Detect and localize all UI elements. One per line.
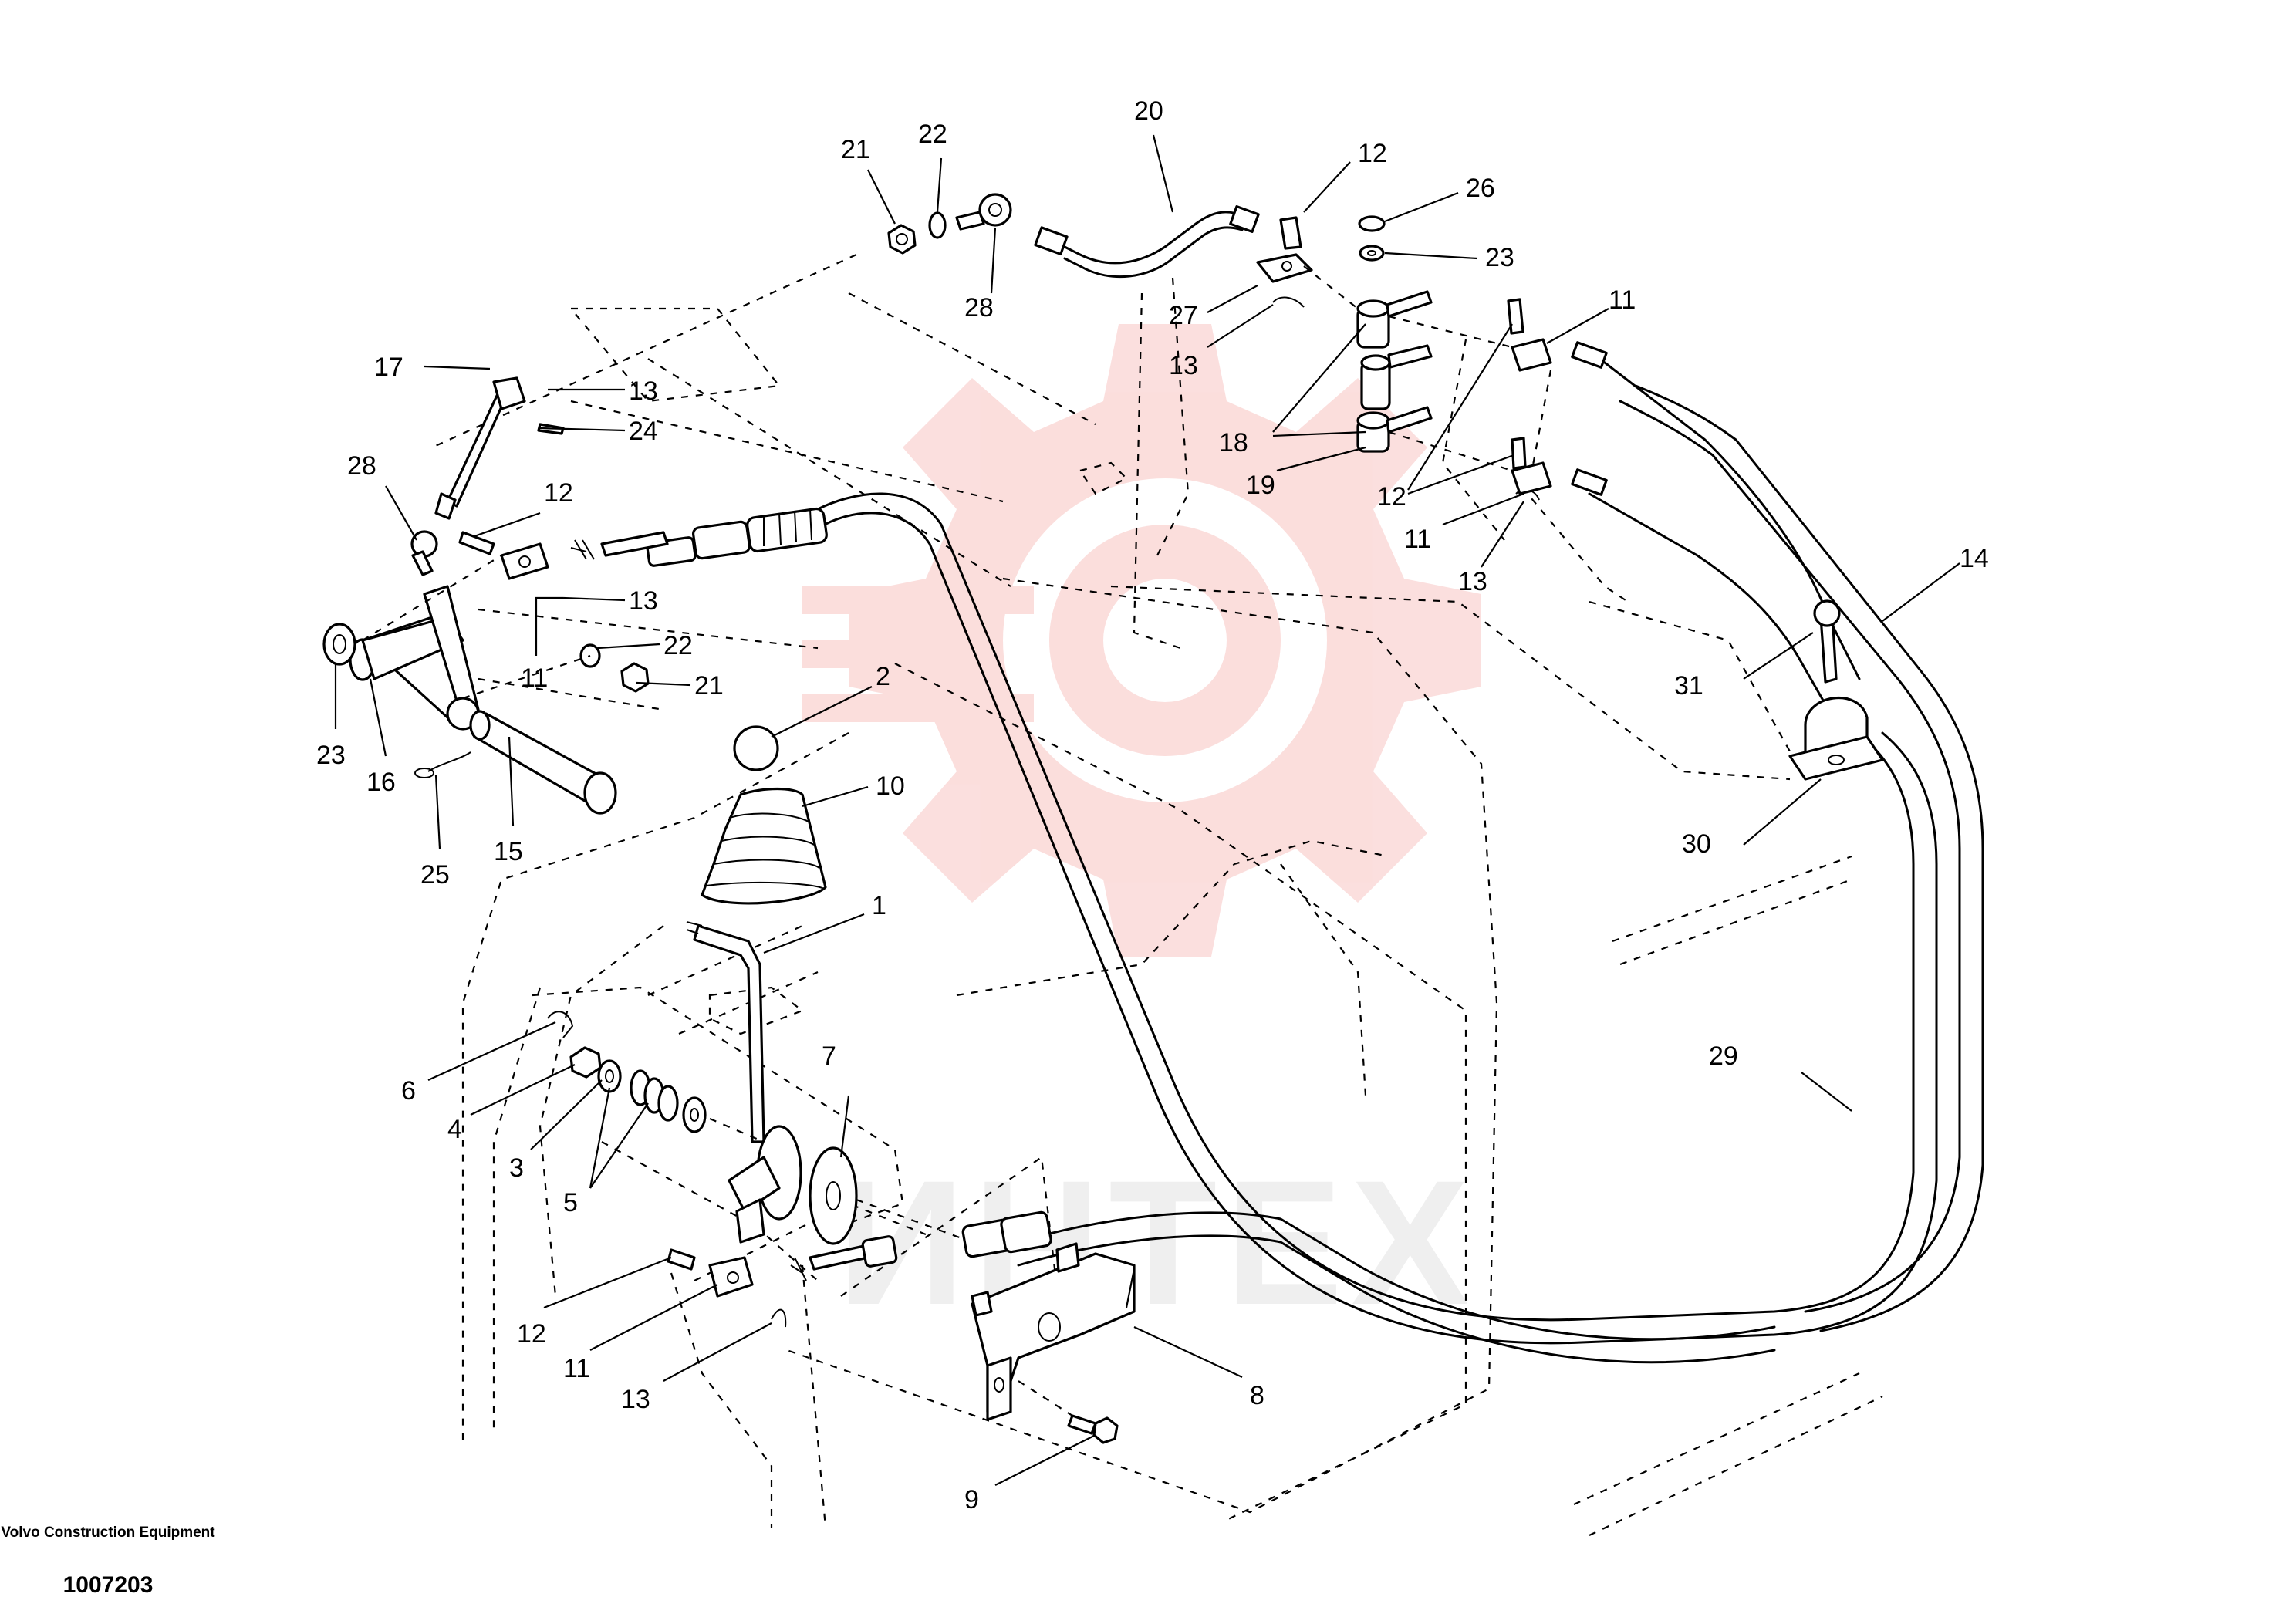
callout-12: 12	[1358, 139, 1387, 168]
callout-numbers: 20 21 22 28 12 26 23 27 13 11 18 19 12 1…	[316, 96, 1989, 1514]
callout-12: 12	[1377, 482, 1406, 512]
callout-12: 12	[544, 478, 573, 508]
control-cable-20	[1063, 211, 1244, 279]
document-number: 1007203	[62, 1572, 154, 1598]
callout-leaders	[334, 134, 1960, 1486]
callout-13: 13	[629, 376, 658, 406]
top-linkage-parts	[887, 193, 1608, 501]
callout-1: 1	[872, 891, 886, 920]
control-cable-29	[816, 492, 1938, 1345]
callout-12: 12	[517, 1319, 546, 1349]
callout-13: 13	[1169, 351, 1198, 380]
callout-28: 28	[347, 451, 376, 481]
callout-26: 26	[1466, 174, 1495, 203]
callout-20: 20	[1134, 96, 1163, 126]
callout-11: 11	[521, 663, 548, 693]
callout-25: 25	[420, 860, 450, 890]
callout-30: 30	[1682, 829, 1711, 859]
callout-11: 11	[1609, 285, 1636, 315]
callout-7: 7	[822, 1042, 836, 1071]
callout-16: 16	[366, 768, 396, 797]
control-lever-assembly	[547, 725, 1136, 1444]
watermark-text: ИНТЕХ	[838, 1143, 1477, 1342]
callout-5: 5	[563, 1188, 578, 1217]
callout-13: 13	[621, 1385, 650, 1414]
callout-14: 14	[1960, 544, 1989, 573]
callout-13: 13	[1458, 567, 1487, 596]
callout-6: 6	[401, 1076, 416, 1106]
watermark-gear-logo	[802, 324, 1481, 957]
callout-10: 10	[876, 771, 905, 801]
callout-29: 29	[1709, 1042, 1738, 1071]
callout-27: 27	[1169, 301, 1198, 330]
callout-23: 23	[316, 741, 346, 770]
callout-11: 11	[563, 1354, 590, 1383]
callout-21: 21	[694, 671, 724, 701]
callout-19: 19	[1246, 471, 1275, 500]
callout-2: 2	[876, 662, 890, 691]
clamp-and-bolt	[1788, 599, 1884, 781]
left-linkage-parts	[322, 376, 669, 815]
callout-24: 24	[629, 417, 658, 446]
callout-17: 17	[374, 353, 403, 382]
callout-28: 28	[964, 293, 994, 322]
callout-11: 11	[1404, 525, 1431, 554]
callout-18: 18	[1219, 428, 1248, 457]
callout-22: 22	[918, 120, 947, 149]
callout-31: 31	[1674, 671, 1703, 701]
callout-13: 13	[629, 586, 658, 616]
cable-end-upper-left	[646, 507, 828, 567]
callout-21: 21	[841, 135, 870, 164]
manufacturer-label: Volvo Construction Equipment	[1, 1524, 215, 1541]
callout-4: 4	[447, 1115, 462, 1144]
callout-8: 8	[1250, 1381, 1264, 1410]
control-cable-14	[1017, 361, 1984, 1364]
callout-23: 23	[1485, 243, 1514, 272]
callout-15: 15	[494, 837, 523, 866]
callout-3: 3	[509, 1153, 524, 1183]
callout-9: 9	[964, 1485, 979, 1514]
callout-22: 22	[663, 631, 693, 660]
